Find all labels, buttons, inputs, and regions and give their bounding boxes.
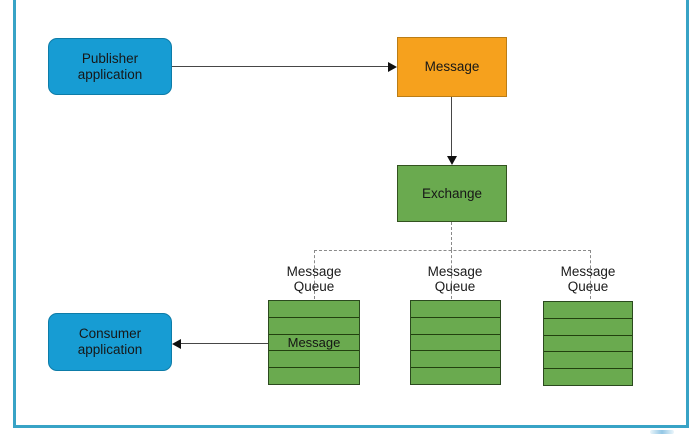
queue-to-consumer-arrowhead-icon [172,339,181,349]
queue-1-slot [269,367,359,384]
queue-2-label-line1: Message [427,264,483,279]
message-to-exchange-arrowhead-icon [447,156,457,165]
queue-3-slot [544,334,632,352]
queue-2-label-line2: Queue [434,279,476,294]
message-label: Message [424,59,480,74]
queue-3-label-line2: Queue [567,279,609,294]
queue-1-label: Message Queue [259,264,369,294]
queue-1-slot [269,301,359,317]
queue-1-slot [269,316,359,334]
dashed-drop-queue-3 [590,250,591,299]
message-to-exchange-arrow-line [451,97,452,156]
exchange-node: Exchange [397,165,507,222]
queue-3-slot [544,317,632,335]
queue-2-slot [411,316,500,334]
queue-2-slot [411,301,500,317]
publisher-to-message-arrowhead-icon [388,62,397,72]
publisher-label-line1: Publisher [81,50,139,66]
message-queue-3 [543,301,633,386]
queue-to-consumer-arrow-line [180,343,268,344]
queue-3-slot [544,302,632,318]
queue-1-label-line1: Message [286,264,342,279]
queue-3-label: Message Queue [533,264,643,294]
message-node: Message [397,37,507,97]
queue-3-slot [544,368,632,385]
dashed-drop-queue-2 [451,250,452,299]
message-queue-1: Message [268,300,360,385]
consumer-application-node: Consumer application [48,313,172,371]
publisher-to-message-arrow-line [172,66,389,67]
message-queue-2 [410,300,501,385]
exchange-dashed-branch-bar [314,250,591,251]
queue-2-slot [411,333,500,351]
queue-3-slot [544,351,632,368]
queue-1-slot [269,350,359,367]
consumer-label-line1: Consumer [78,326,142,341]
queue-3-label-line1: Message [560,264,616,279]
queue-2-slot [411,350,500,367]
dashed-drop-queue-1 [314,250,315,299]
exchange-dashed-stem [451,222,452,250]
exchange-label: Exchange [421,185,483,201]
diagram-frame [13,0,689,428]
queue-2-slot [411,367,500,384]
watermark-fragment [650,430,674,434]
queue-1-message-slot: Message [269,333,359,351]
publisher-label-line2: application [77,66,143,82]
consumer-label-line2: application [77,342,143,357]
publisher-application-node: Publisher application [48,38,172,95]
queue-2-label: Message Queue [400,264,510,294]
queue-1-label-line2: Queue [293,279,335,294]
